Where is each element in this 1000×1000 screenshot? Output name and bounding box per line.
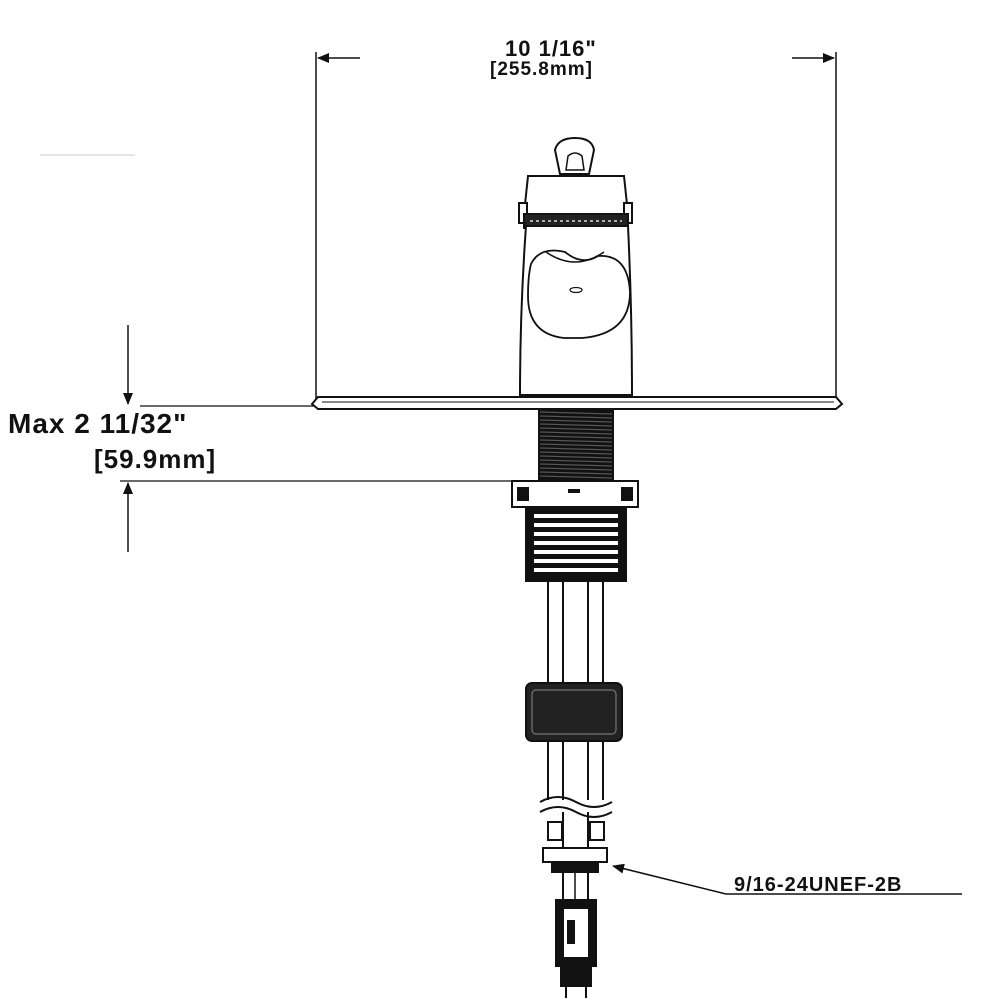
thread-line — [539, 419, 613, 423]
width-dimension — [315, 52, 837, 402]
threaded-shank — [538, 409, 614, 481]
height-metric-label: [59.9mm] — [94, 444, 217, 474]
thread-line — [539, 455, 613, 459]
thread-line — [539, 411, 613, 415]
height-imperial-label: Max 2 11/32" — [8, 408, 188, 439]
tube-coupling — [525, 682, 623, 742]
thread-line — [539, 467, 613, 471]
height-dimension — [120, 325, 512, 552]
thread-line — [539, 475, 613, 479]
thread-line — [539, 443, 613, 447]
handle-lever-slot — [565, 152, 585, 171]
thread-line — [539, 459, 613, 463]
thread-line — [539, 427, 613, 431]
deck-plate — [310, 396, 844, 410]
mounting-nut — [511, 480, 639, 582]
thread-line — [539, 439, 613, 443]
tube-connectors — [542, 821, 608, 998]
thread-line — [539, 415, 613, 419]
thread-line — [539, 463, 613, 467]
supply-tubes — [525, 581, 623, 848]
width-metric-label: [255.8mm] — [490, 59, 593, 80]
thread-line — [539, 435, 613, 439]
collar-slot — [534, 514, 618, 518]
thread-leader — [612, 863, 962, 895]
thread-line — [539, 431, 613, 435]
thread-line — [539, 447, 613, 451]
spout-outlet — [527, 249, 631, 339]
thread-line — [539, 471, 613, 475]
aerator-dot — [569, 286, 583, 294]
thread-line — [539, 451, 613, 455]
collar-slot — [534, 568, 618, 572]
collar-slot — [534, 550, 618, 554]
thread-line — [539, 423, 613, 427]
collar-slot — [534, 541, 618, 545]
collar-slot — [534, 523, 618, 527]
collar-slot — [534, 559, 618, 563]
width-imperial-label: 10 1/16" — [505, 36, 597, 61]
collar-slot — [534, 532, 618, 536]
break-line — [539, 796, 613, 808]
handle-cap — [522, 175, 630, 215]
thread-spec-label: 9/16-24UNEF-2B — [734, 874, 903, 896]
faucet-body — [310, 136, 844, 410]
